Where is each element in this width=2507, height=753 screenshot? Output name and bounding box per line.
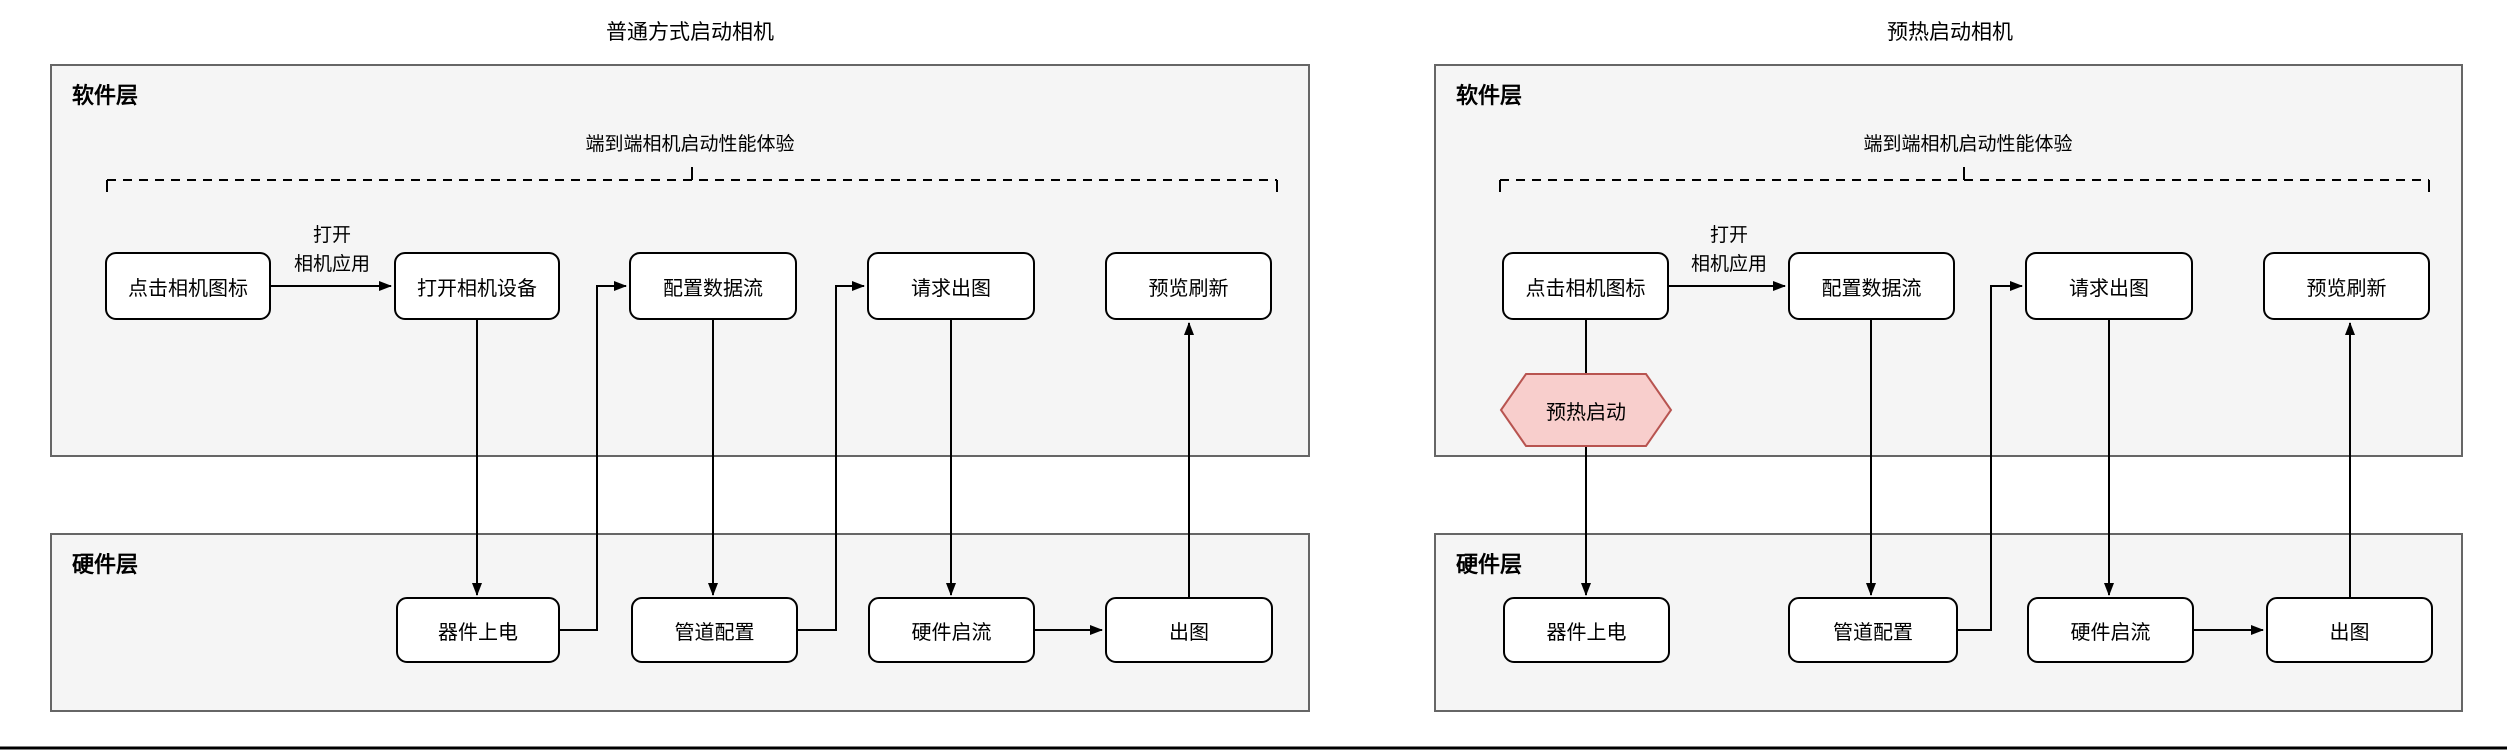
edge-label-line1: 打开 <box>312 225 351 246</box>
left-node-preview-refresh: 预览刷新 <box>1105 252 1272 320</box>
right-node-frame-out: 出图 <box>2266 597 2433 663</box>
right-node-configure-datastream: 配置数据流 <box>1788 252 1955 320</box>
left-diagram-title: 普通方式启动相机 <box>606 21 774 44</box>
left-hardware-layer-label: 硬件层 <box>72 552 139 577</box>
right-hardware-layer-label: 硬件层 <box>1456 552 1523 577</box>
right-node-request-frame: 请求出图 <box>2025 252 2193 320</box>
left-node-click-camera-icon: 点击相机图标 <box>105 252 271 320</box>
right-diagram-title: 预热启动相机 <box>1887 21 2013 44</box>
preheat-hexagon: 预热启动 <box>1546 401 1626 424</box>
left-open-camera-app-edge-label: 打开 相机应用 <box>262 221 402 279</box>
left-node-configure-datastream: 配置数据流 <box>629 252 797 320</box>
left-node-open-camera-device: 打开相机设备 <box>394 252 560 320</box>
left-node-frame-out: 出图 <box>1105 597 1273 663</box>
edge-label-line2: 相机应用 <box>293 254 370 275</box>
right-node-pipeline-config: 管道配置 <box>1788 597 1958 663</box>
left-node-device-power-on: 器件上电 <box>396 597 560 663</box>
right-node-hw-start-stream: 硬件启流 <box>2027 597 2194 663</box>
left-node-pipeline-config: 管道配置 <box>631 597 798 663</box>
left-node-request-frame: 请求出图 <box>867 252 1035 320</box>
left-software-layer-label: 软件层 <box>72 83 139 108</box>
right-open-camera-app-edge-label: 打开 相机应用 <box>1659 221 1799 279</box>
right-node-preview-refresh: 预览刷新 <box>2263 252 2430 320</box>
left-bracket-label: 端到端相机启动性能体验 <box>585 134 795 155</box>
edge-label-line1: 打开 <box>1709 225 1748 246</box>
right-node-device-power-on: 器件上电 <box>1503 597 1670 663</box>
right-software-layer-label: 软件层 <box>1456 83 1523 108</box>
right-node-click-camera-icon: 点击相机图标 <box>1502 252 1669 320</box>
edge-label-line2: 相机应用 <box>1690 254 1767 275</box>
left-node-hw-start-stream: 硬件启流 <box>868 597 1035 663</box>
right-bracket-label: 端到端相机启动性能体验 <box>1863 134 2073 155</box>
